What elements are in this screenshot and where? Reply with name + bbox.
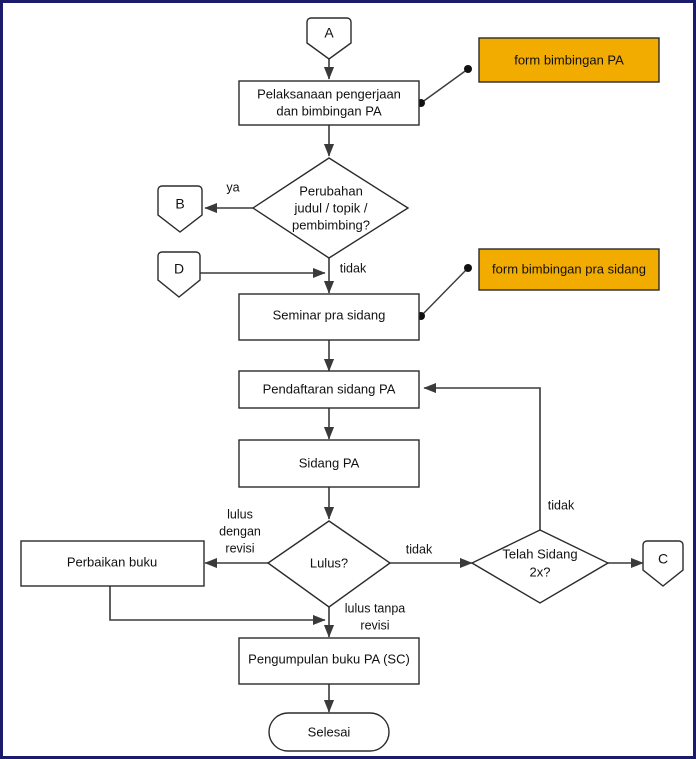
edge-label-lulus-dengan-revisi-l2: dengan <box>219 524 261 538</box>
leader-form-bimbingan-pra-sidang <box>420 267 469 317</box>
connector-a[interactable]: A <box>306 17 352 60</box>
process-pendaftaran[interactable]: Pendaftaran sidang PA <box>238 370 420 409</box>
connector-d[interactable]: D <box>157 251 201 298</box>
annotation-form-bimbingan-pa-label: form bimbingan PA <box>514 52 624 67</box>
annotation-form-bimbingan-pra-sidang[interactable]: form bimbingan pra sidang <box>478 248 660 291</box>
annotation-form-bimbingan-pra-sidang-shape <box>478 248 660 291</box>
process-perbaikan-shape <box>20 540 205 587</box>
decision-lulus[interactable]: Lulus? <box>266 520 392 608</box>
flowchart-canvas: B --> down to Seminar --> Perbaikan buku… <box>20 17 684 752</box>
connector-a-label: A <box>324 25 334 41</box>
annotation-leaders <box>417 65 472 320</box>
decision-telah-sidang-line1: Telah Sidang <box>502 546 577 561</box>
terminal-selesai[interactable]: Selesai <box>268 712 390 752</box>
process-pelaksanaan-line1: Pelaksanaan pengerjaan <box>257 86 401 101</box>
edge-label-tidak-telah-sidang: tidak <box>548 498 575 512</box>
annotation-form-bimbingan-pra-sidang-label: form bimbingan pra sidang <box>492 261 646 276</box>
process-perbaikan-label: Perbaikan buku <box>67 554 157 569</box>
process-pelaksanaan[interactable]: Pelaksanaan pengerjaan dan bimbingan PA <box>238 80 420 126</box>
connector-b-label: B <box>175 196 184 212</box>
decision-lulus-label: Lulus? <box>310 555 348 570</box>
decision-perubahan-line2: judul / topik / <box>294 200 368 215</box>
leader-dot-anno-pa <box>464 65 472 73</box>
annotation-form-bimbingan-pa-shape <box>478 37 660 83</box>
terminal-selesai-shape <box>268 712 390 752</box>
connector-c-label: C <box>658 551 668 567</box>
process-sidang[interactable]: Sidang PA <box>238 439 420 488</box>
process-pengumpulan[interactable]: Pengumpulan buku PA (SC) <box>238 637 420 685</box>
process-pelaksanaan-shape <box>238 80 420 126</box>
decision-lulus-shape <box>266 520 392 608</box>
decision-perubahan-line3: pembimbing? <box>292 217 370 232</box>
flow-edges: B --> down to Seminar --> Perbaikan buku… <box>109 59 644 713</box>
process-pengumpulan-shape <box>238 637 420 685</box>
connector-d-shape <box>157 251 201 298</box>
edge-label-ya: ya <box>226 180 239 194</box>
leader-dot-anno-pra-sidang <box>464 264 472 272</box>
leader-form-bimbingan-pa <box>420 68 469 104</box>
connector-b[interactable]: B <box>157 185 203 233</box>
decision-perubahan[interactable]: Perubahan judul / topik / pembimbing? <box>251 157 410 259</box>
process-sidang-shape <box>238 439 420 488</box>
decision-perubahan-line1: Perubahan <box>299 183 363 198</box>
process-pengumpulan-label: Pengumpulan buku PA (SC) <box>248 651 410 666</box>
edge-label-lulus-tanpa-revisi-l2: revisi <box>360 618 389 632</box>
connector-b-shape <box>157 185 203 233</box>
edge-label-lulus-dengan-revisi-l3: revisi <box>225 541 254 555</box>
decision-perubahan-shape <box>251 157 410 259</box>
decision-telah-sidang[interactable]: Telah Sidang 2x? <box>470 529 610 604</box>
terminal-selesai-label: Selesai <box>308 724 351 739</box>
process-seminar-shape <box>238 293 420 341</box>
connector-c-shape <box>642 540 684 587</box>
process-sidang-label: Sidang PA <box>299 455 360 470</box>
process-pendaftaran-shape <box>238 370 420 409</box>
annotation-form-bimbingan-pa[interactable]: form bimbingan PA <box>478 37 660 83</box>
process-perbaikan[interactable]: Perbaikan buku <box>20 540 205 587</box>
edge-label-tidak-perubahan: tidak <box>340 261 367 275</box>
connector-c[interactable]: C <box>642 540 684 587</box>
process-pelaksanaan-line2: dan bimbingan PA <box>276 103 382 118</box>
edge-label-lulus-dengan-revisi-l1: lulus <box>227 507 253 521</box>
process-seminar[interactable]: Seminar pra sidang <box>238 293 420 341</box>
decision-telah-sidang-line2: 2x? <box>530 564 551 579</box>
edge-telahsidang-tidak-to-pendaftaran <box>423 382 541 530</box>
edge-label-lulus-tanpa-revisi-l1: lulus tanpa <box>345 601 406 615</box>
edge-labels: ya tidak lulus dengan revisi tidak tidak… <box>219 180 575 632</box>
process-pendaftaran-label: Pendaftaran sidang PA <box>263 381 396 396</box>
edge-label-tidak-lulus: tidak <box>406 542 433 556</box>
decision-telah-sidang-shape <box>470 529 610 604</box>
process-seminar-label: Seminar pra sidang <box>273 307 386 322</box>
connector-a-shape <box>306 17 352 60</box>
edge-perbaikan-to-mainline <box>109 586 326 626</box>
connector-d-label: D <box>174 261 184 277</box>
